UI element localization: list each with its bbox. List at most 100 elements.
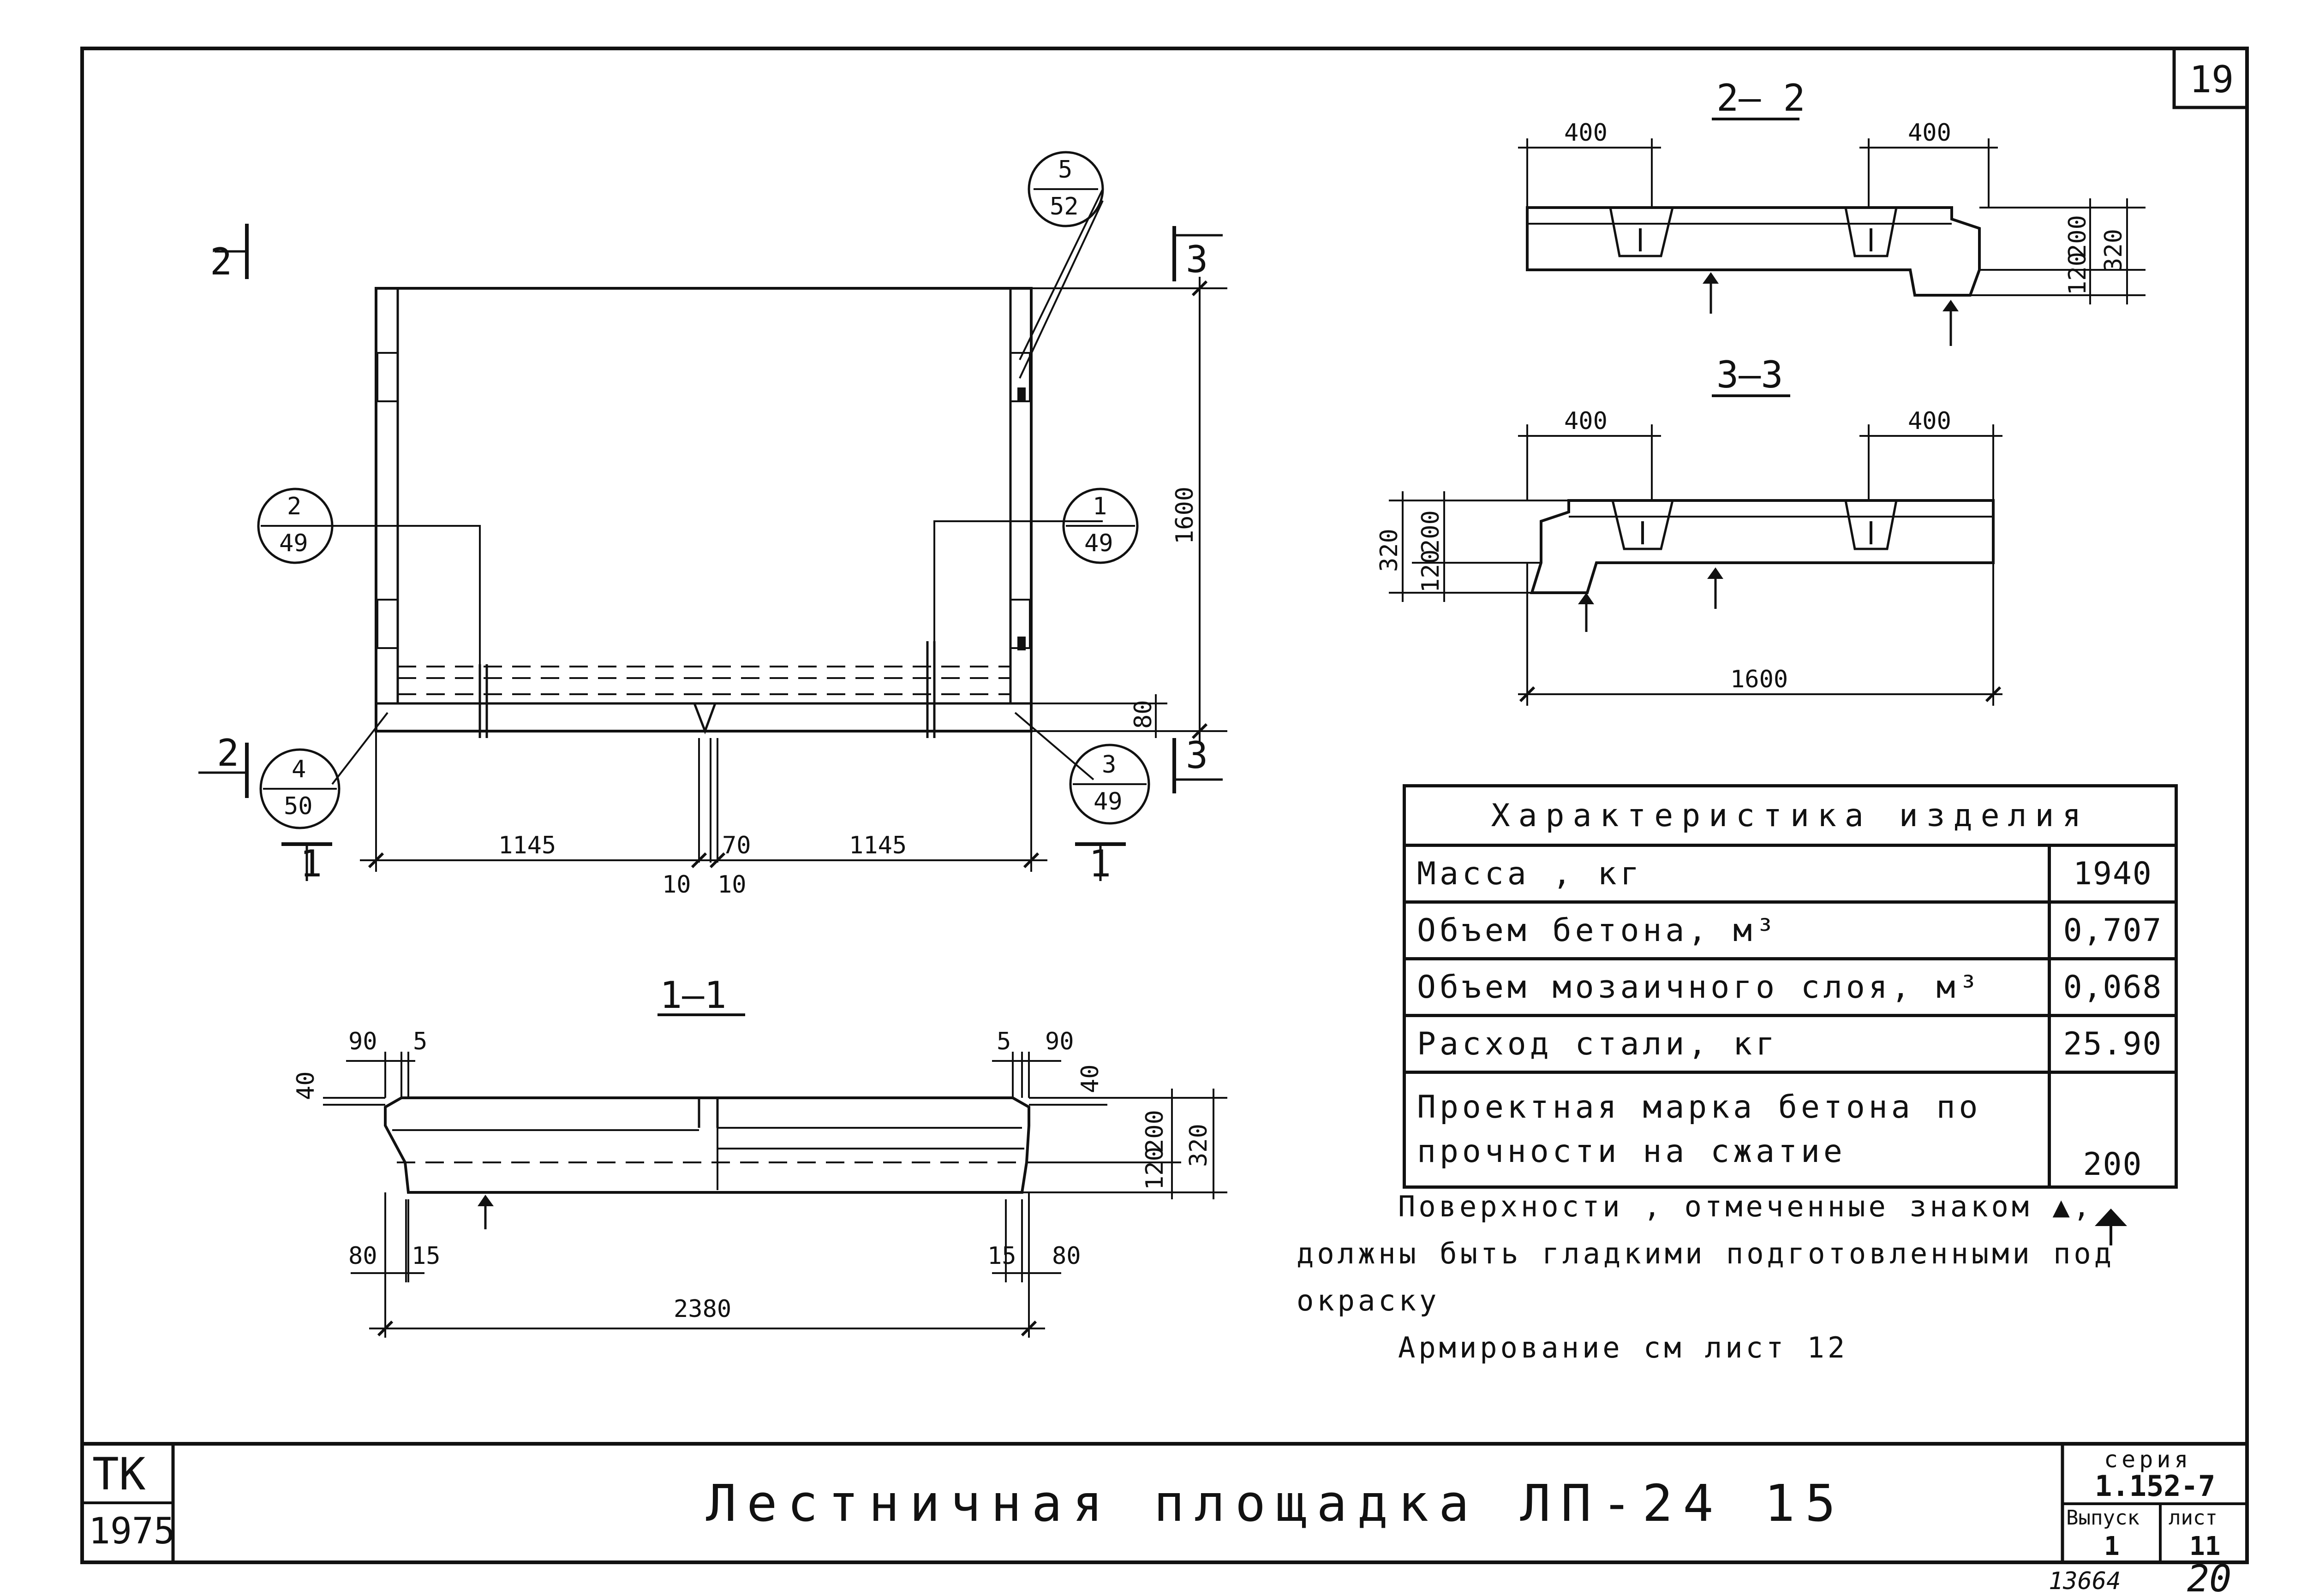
series-label: серия <box>2104 1446 2192 1473</box>
svg-text:50: 50 <box>284 792 313 820</box>
series-value: 1.152-7 <box>2095 1469 2216 1503</box>
spec-value: 0,068 <box>2048 957 2178 1017</box>
svg-text:1—1: 1—1 <box>660 974 727 1017</box>
sheet-value: 11 <box>2189 1531 2221 1561</box>
svg-text:15: 15 <box>987 1242 1016 1270</box>
section-3-3: 3–3 400 400 320 200 120 1600 <box>1375 353 2002 706</box>
note-line-3: окраску <box>1297 1284 1440 1317</box>
svg-text:90: 90 <box>1045 1028 1074 1055</box>
spec-table: Характеристика изделия Масса , кг 1940 О… <box>1403 784 2178 1189</box>
svg-text:200: 200 <box>2064 215 2092 258</box>
callout-2-49: 2 49 <box>257 488 334 564</box>
note-line-1: Поверхности , отмеченные знаком ▲, <box>1398 1190 2094 1223</box>
svg-text:1145: 1145 <box>849 832 907 859</box>
callout-1-49: 1 49 <box>1062 488 1139 564</box>
svg-text:5: 5 <box>997 1028 1011 1055</box>
footer-number-right: 20 <box>2187 1557 2231 1596</box>
table-row: Объем мозаичного слоя, м³ 0,068 <box>1403 957 2178 1017</box>
svg-text:40: 40 <box>1076 1064 1104 1093</box>
svg-text:120: 120 <box>1417 549 1445 593</box>
table-row: Масса , кг 1940 <box>1403 844 2178 904</box>
svg-text:3: 3 <box>1102 751 1116 779</box>
svg-text:4: 4 <box>292 756 306 783</box>
svg-text:80: 80 <box>1130 700 1157 729</box>
note-line-4: Армирование см лист 12 <box>1398 1331 1848 1364</box>
svg-text:120: 120 <box>1141 1147 1169 1190</box>
section-mark-2-top: 2 <box>210 224 249 283</box>
table-row: Расход стали, кг 25.90 <box>1403 1014 2178 1074</box>
drawing-title: Лестничная площадка ЛП-24 15 <box>706 1474 1846 1533</box>
section-1-1: 1—1 90 5 40 5 90 40 <box>292 974 1227 1338</box>
svg-text:200: 200 <box>1141 1110 1169 1153</box>
spec-value: 200 <box>2048 1071 2178 1189</box>
spec-value: 0,707 <box>2048 900 2178 960</box>
svg-text:400: 400 <box>1564 119 1608 147</box>
svg-text:80: 80 <box>1052 1242 1081 1270</box>
svg-text:400: 400 <box>1564 407 1608 435</box>
spec-label-line-2: прочности на сжатие <box>1417 1133 1846 1170</box>
note-line-2: должны быть гладкими подготовленными под <box>1297 1237 2115 1270</box>
svg-text:5: 5 <box>413 1028 427 1055</box>
callout-3-49: 3 49 <box>1069 744 1150 825</box>
spec-value: 25.90 <box>2048 1014 2178 1074</box>
svg-text:10: 10 <box>717 871 747 899</box>
callout-5-52: 5 52 <box>1028 151 1104 227</box>
svg-text:2: 2 <box>210 240 232 283</box>
plan-view: 5 52 2 49 1 49 4 50 3 49 <box>198 151 1227 899</box>
spec-label: Проектная марка бетона по прочности на с… <box>1403 1071 2051 1189</box>
sheet-number: 19 <box>2189 58 2234 101</box>
spec-label-line-1: Проектная марка бетона по <box>1417 1089 1982 1126</box>
svg-text:70: 70 <box>722 832 751 859</box>
svg-text:400: 400 <box>1908 407 1951 435</box>
spec-label: Расход стали, кг <box>1403 1014 2051 1074</box>
svg-text:3: 3 <box>1186 734 1208 777</box>
notes: Поверхности , отмеченные знаком ▲, должн… <box>1297 1183 2115 1371</box>
table-row: Проектная марка бетона по прочности на с… <box>1403 1071 2178 1189</box>
section-mark-1-left: 1 <box>281 842 332 885</box>
svg-text:2380: 2380 <box>674 1295 731 1323</box>
svg-text:15: 15 <box>412 1242 441 1270</box>
svg-text:49: 49 <box>1084 530 1113 557</box>
callout-4-50: 4 50 <box>259 748 341 829</box>
table-row: Объем бетона, м³ 0,707 <box>1403 900 2178 960</box>
svg-text:2— 2: 2— 2 <box>1716 77 1805 119</box>
section-mark-3-top: 3 <box>1172 226 1223 281</box>
svg-text:1: 1 <box>300 842 322 885</box>
svg-text:1: 1 <box>1093 493 1107 520</box>
svg-text:10: 10 <box>662 871 691 899</box>
svg-text:49: 49 <box>279 530 308 557</box>
plan-slab-outline <box>375 287 1033 732</box>
org-code: ТК <box>92 1448 146 1500</box>
svg-text:80: 80 <box>348 1242 377 1270</box>
svg-text:40: 40 <box>292 1071 320 1100</box>
footer-number-left: 13664 <box>2049 1567 2121 1595</box>
spec-label: Объем мозаичного слоя, м³ <box>1403 957 2051 1017</box>
svg-text:3: 3 <box>1186 238 1208 281</box>
svg-text:2: 2 <box>217 732 239 774</box>
svg-text:2: 2 <box>287 493 301 520</box>
svg-text:3–3: 3–3 <box>1716 353 1783 396</box>
svg-text:90: 90 <box>348 1028 377 1055</box>
svg-text:400: 400 <box>1908 119 1951 147</box>
svg-text:120: 120 <box>2064 252 2092 295</box>
issue-value: 1 <box>2104 1531 2120 1561</box>
sheet-label: лист <box>2169 1506 2217 1530</box>
svg-text:320: 320 <box>1185 1124 1213 1167</box>
section-2-2: 2— 2 400 400 200 120 320 <box>1518 77 2146 346</box>
svg-text:320: 320 <box>2100 229 2128 272</box>
svg-text:1600: 1600 <box>1171 487 1199 544</box>
svg-text:1145: 1145 <box>498 832 556 859</box>
section-mark-2-bottom: 2 <box>198 732 249 798</box>
svg-text:5: 5 <box>1058 156 1072 184</box>
spec-value: 1940 <box>2048 844 2178 904</box>
spec-table-header: Характеристика изделия <box>1403 784 2178 847</box>
svg-text:1600: 1600 <box>1730 666 1788 693</box>
section-mark-3-bottom: 3 <box>1172 734 1223 793</box>
svg-text:320: 320 <box>1375 529 1403 572</box>
svg-text:200: 200 <box>1417 510 1445 554</box>
svg-text:1: 1 <box>1089 842 1111 885</box>
year: 1975 <box>89 1511 175 1552</box>
spec-label: Объем бетона, м³ <box>1403 900 2051 960</box>
section-mark-1-right: 1 <box>1075 842 1126 885</box>
